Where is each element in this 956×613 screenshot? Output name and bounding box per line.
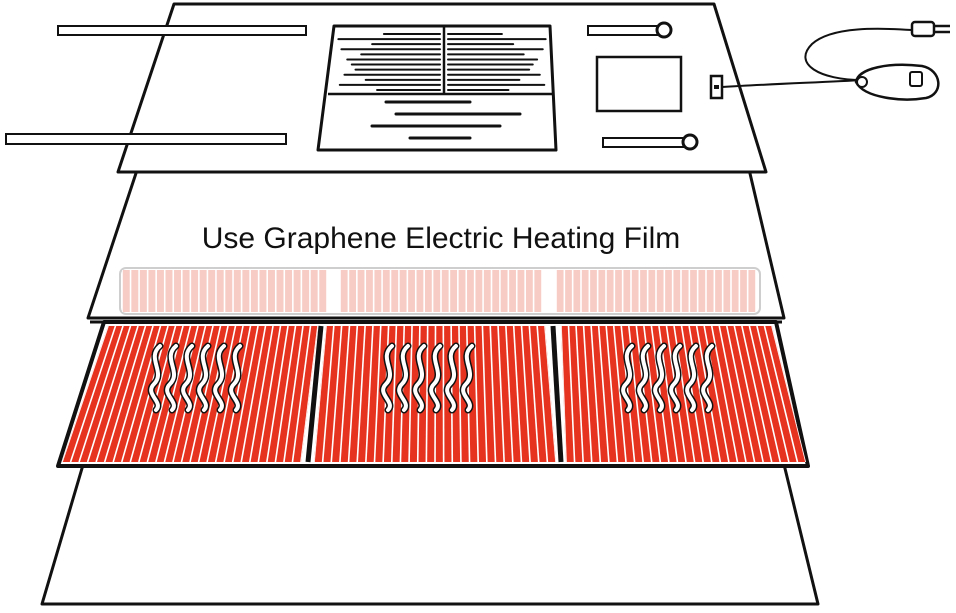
control-board [5, 2, 768, 174]
heating-wire [512, 326, 523, 462]
heating-wire [756, 326, 790, 462]
heating-wire [291, 326, 312, 462]
heating-wire [536, 326, 549, 462]
heating-wire [680, 326, 704, 462]
heating-wire [528, 326, 540, 462]
heat-waves-icon [147, 342, 244, 414]
heat-waves-icon [379, 342, 476, 414]
heating-wire [481, 326, 488, 462]
heat-waves-icon [619, 342, 716, 414]
base-plate [40, 446, 820, 606]
heating-wire [582, 326, 593, 462]
heating-wire [473, 326, 480, 462]
heating-wire [266, 326, 289, 462]
heating-wire [489, 326, 497, 462]
heating-wire [274, 326, 297, 462]
knob-bottom [681, 133, 699, 151]
heating-wire [748, 326, 782, 462]
heating-wire [330, 326, 343, 462]
heating-wire [497, 326, 505, 462]
display-window [595, 55, 683, 113]
heating-wire [248, 326, 274, 462]
heating-wire [597, 326, 610, 462]
heating-wire [741, 326, 773, 462]
heating-wire [650, 326, 670, 462]
heating-wire [695, 326, 722, 462]
heating-wire [567, 326, 576, 462]
heating-wire [718, 326, 747, 462]
heating-wire [172, 326, 207, 462]
heating-wire [763, 326, 799, 462]
heating-wire [590, 326, 602, 462]
heating-wire [408, 326, 413, 462]
heating-wire [189, 326, 222, 462]
heating-wire [103, 326, 147, 462]
heating-wire [257, 326, 282, 462]
heating-wire [155, 326, 192, 462]
heating-wire [505, 326, 514, 462]
heating-wire [726, 326, 756, 462]
heating-wire [365, 326, 374, 462]
heating-wire [223, 326, 252, 462]
heating-wire [86, 326, 132, 462]
heating-wire [733, 326, 764, 462]
heating-wire [112, 326, 154, 462]
heating-wire [231, 326, 259, 462]
heating-wire [78, 326, 124, 462]
heating-wire [283, 326, 304, 462]
graphene-heating-film [56, 320, 810, 468]
power-plug-icon [910, 20, 950, 38]
transparent-cover: Use Graphene Electric Heating Film [86, 129, 786, 324]
inline-switch-icon [854, 63, 940, 101]
heating-wire [575, 326, 584, 462]
heating-wire [206, 326, 237, 462]
left-strip-bottom [5, 133, 287, 145]
heating-wire [665, 326, 687, 462]
heating-wire [425, 326, 429, 462]
heating-wire [321, 326, 335, 462]
heating-wire [390, 326, 398, 462]
heating-wire [69, 326, 117, 462]
right-strip-bottom [602, 137, 688, 148]
power-cord [721, 27, 913, 88]
heating-wire [339, 326, 351, 462]
diagram-caption: Use Graphene Electric Heating Film [202, 222, 681, 255]
heating-wire [373, 326, 382, 462]
heating-wire [356, 326, 366, 462]
right-strip-top [587, 25, 663, 36]
left-strip-top [57, 25, 307, 36]
center-printed-module [316, 24, 558, 152]
heating-wire [240, 326, 267, 462]
ghost-heating-film [119, 267, 761, 315]
heating-wire [612, 326, 627, 462]
knob-top [655, 21, 673, 39]
heating-wire [347, 326, 359, 462]
heating-panel-right [561, 326, 806, 462]
heating-wire [520, 326, 531, 462]
heating-wire [710, 326, 739, 462]
heating-wire [95, 326, 139, 462]
heating-wire [605, 326, 619, 462]
heating-wire [458, 326, 462, 462]
